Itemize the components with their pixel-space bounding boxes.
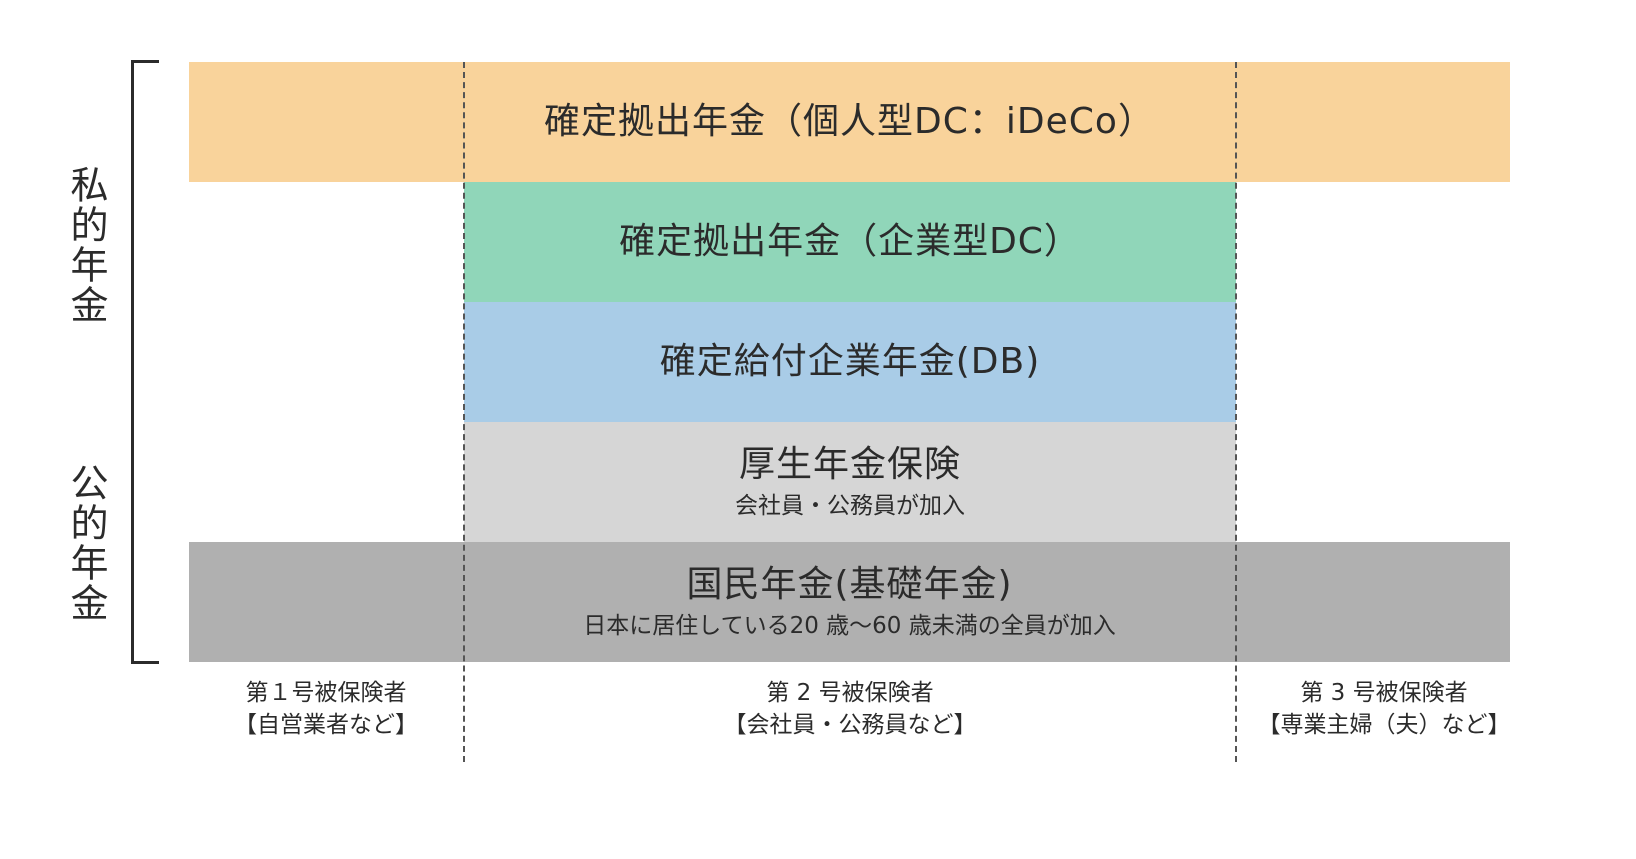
kousei-nenkin-title: 厚生年金保険 — [738, 444, 961, 485]
private-pension-bracket — [131, 60, 159, 425]
corporate-dc-title: 確定拠出年金（企業型DC） — [619, 221, 1081, 262]
kousei-nenkin-subtitle: 会社員・公務員が加入 — [735, 493, 965, 519]
public-pension-label: 公的年金 — [64, 463, 108, 623]
ideco-title: 確定拠出年金（個人型DC：iDeCo） — [544, 101, 1155, 142]
kokumin-nenkin-title: 国民年金(基礎年金) — [686, 564, 1013, 605]
corporate-dc-band: 確定拠出年金（企業型DC） — [464, 182, 1236, 302]
second-insured-examples: 【会社員・公務員など】 — [723, 712, 977, 738]
divider-line-left — [463, 62, 465, 762]
kousei-nenkin-band: 厚生年金保険 会社員・公務員が加入 — [464, 422, 1236, 542]
third-insured-examples: 【専業主婦（夫）など】 — [1257, 712, 1511, 738]
second-insured-name: 第 2 号被保険者 — [766, 680, 934, 706]
db-band: 確定給付企業年金(DB) — [464, 302, 1236, 422]
kokumin-nenkin-subtitle: 日本に居住している20 歳～60 歳未満の全員が加入 — [583, 613, 1116, 639]
first-insured-caption: 第１号被保険者 【自営業者など】 — [189, 677, 463, 741]
public-pension-bracket — [131, 422, 159, 664]
second-insured-caption: 第 2 号被保険者 【会社員・公務員など】 — [464, 677, 1236, 741]
kokumin-nenkin-band: 国民年金(基礎年金) 日本に居住している20 歳～60 歳未満の全員が加入 — [189, 542, 1510, 662]
divider-line-right — [1235, 62, 1237, 762]
third-insured-caption: 第 3 号被保険者 【専業主婦（夫）など】 — [1236, 677, 1532, 741]
first-insured-name: 第１号被保険者 — [245, 680, 407, 706]
ideco-band: 確定拠出年金（個人型DC：iDeCo） — [189, 62, 1510, 182]
first-insured-examples: 【自営業者など】 — [234, 712, 418, 738]
third-insured-name: 第 3 号被保険者 — [1300, 680, 1468, 706]
private-pension-label: 私的年金 — [64, 165, 108, 325]
db-title: 確定給付企業年金(DB) — [659, 341, 1041, 382]
